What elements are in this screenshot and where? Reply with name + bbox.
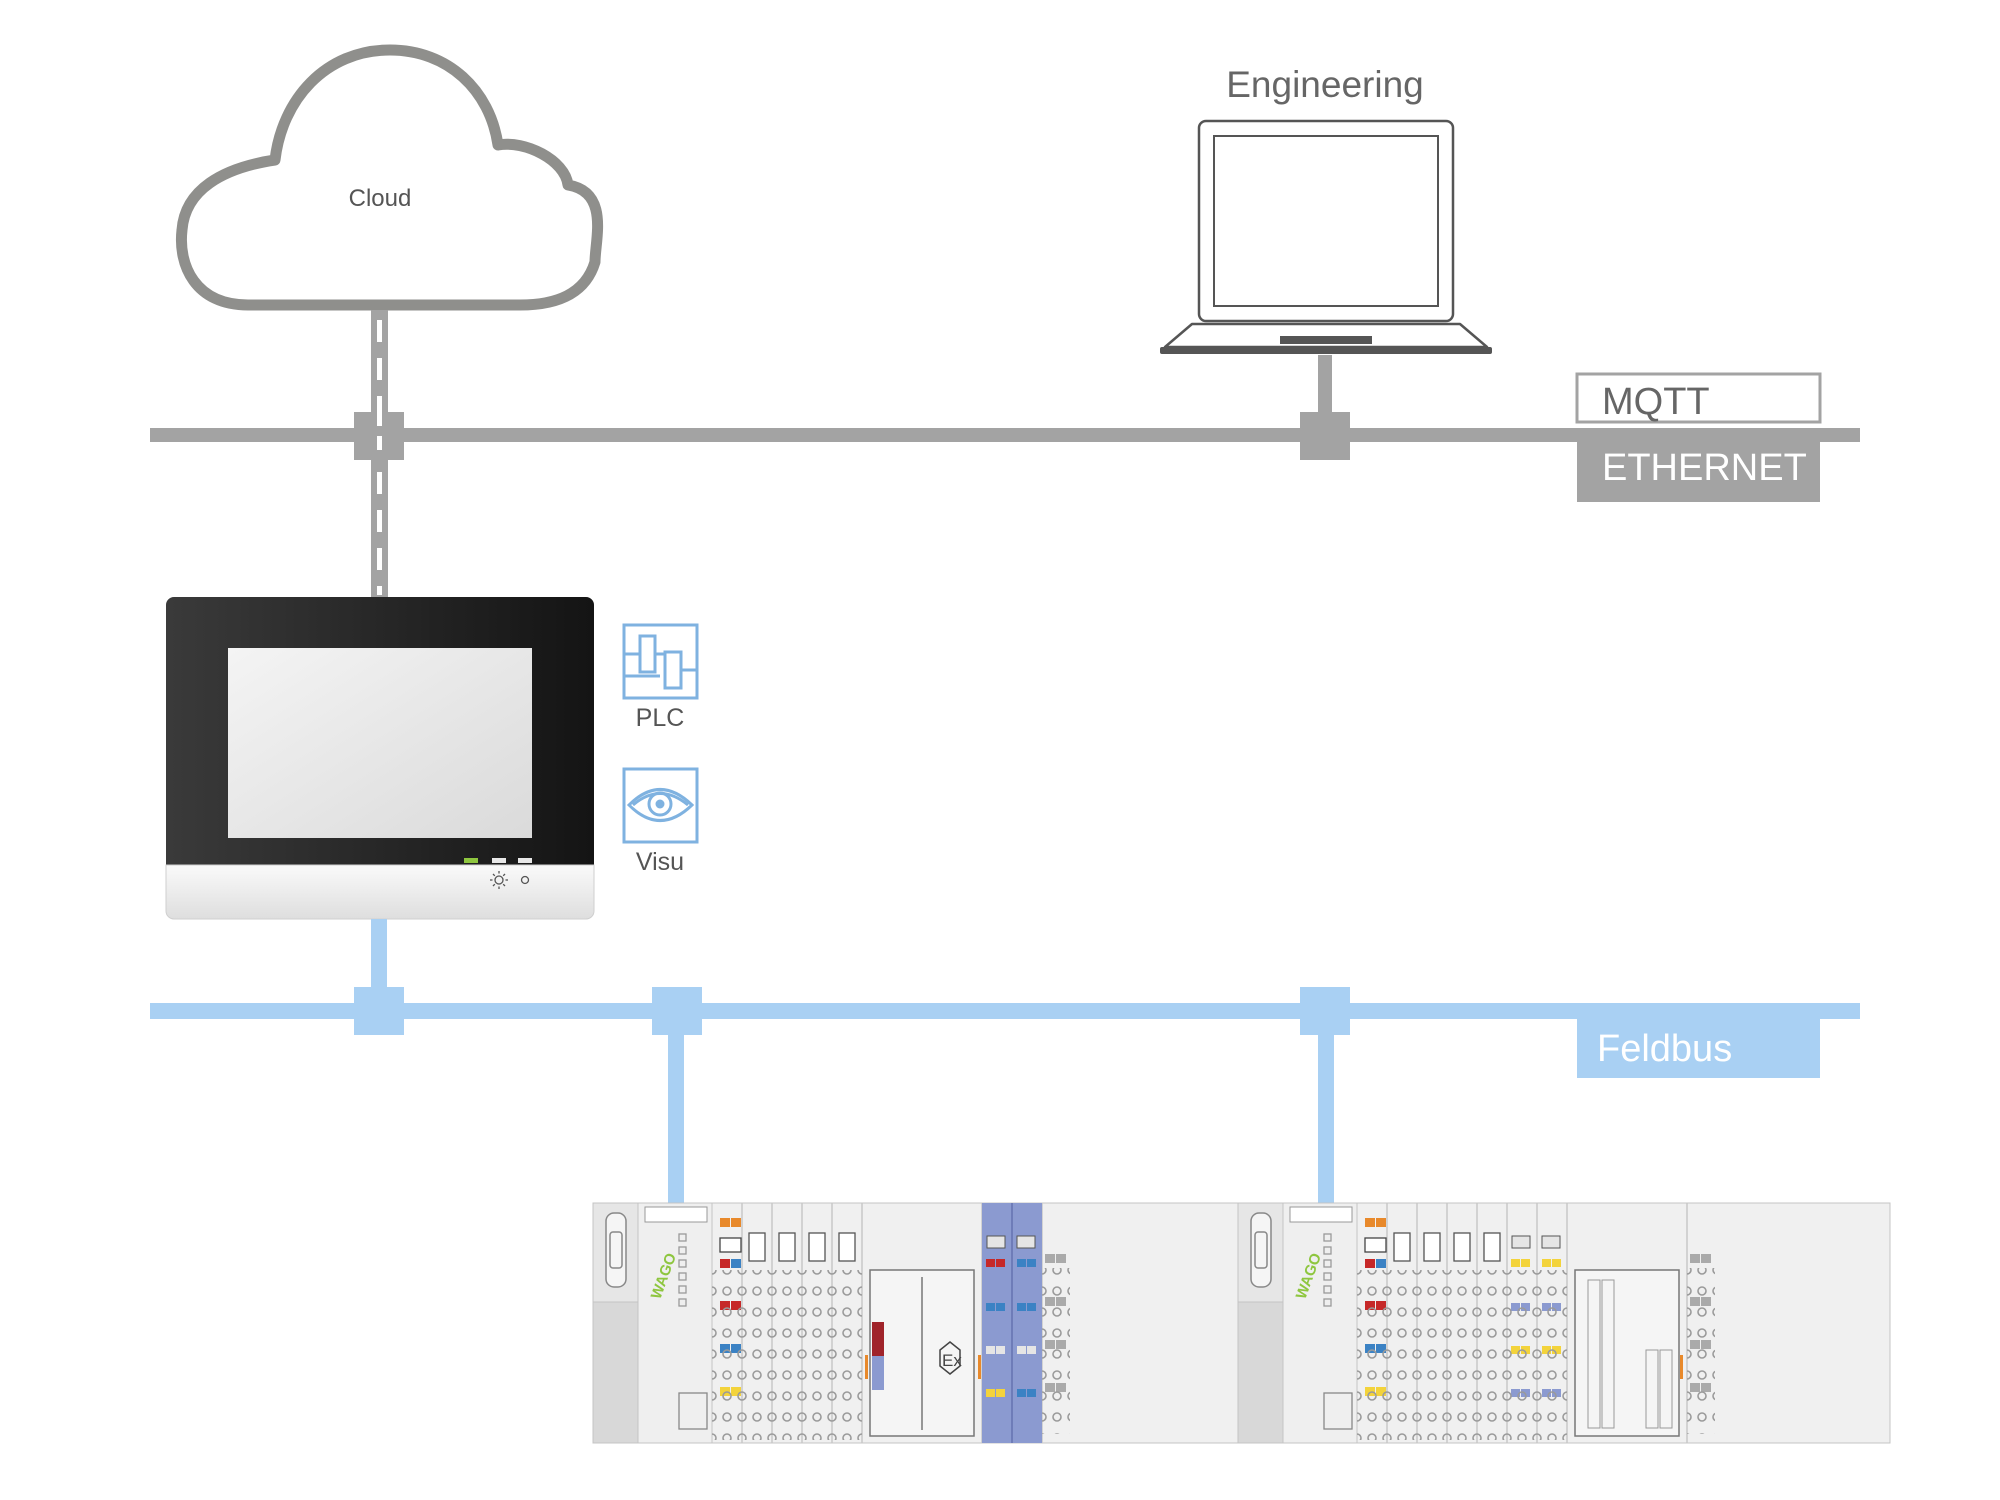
sun-icon <box>490 871 508 889</box>
fieldbus-junction-node-2 <box>1300 987 1350 1035</box>
io-node-1: WAGO <box>592 1202 1246 1444</box>
mqtt-label: MQTT <box>1602 381 1710 423</box>
cloud: Cloud <box>175 44 604 311</box>
engineering-laptop: Engineering <box>1160 64 1492 354</box>
svg-text:Ex: Ex <box>942 1351 962 1370</box>
fieldbus-junction-panel <box>354 987 404 1035</box>
serial-port <box>605 1212 627 1288</box>
hmi-panel-controller <box>165 597 595 920</box>
fieldbus-junction-node-1 <box>652 987 702 1035</box>
feldbus-label: Feldbus <box>1597 1028 1732 1070</box>
visu-label: Visu <box>636 848 684 876</box>
plc-function: PLC <box>622 623 699 732</box>
ethernet-junction-engineering <box>1300 412 1350 460</box>
engineering-label: Engineering <box>1226 64 1423 105</box>
ethernet-box <box>1577 442 1820 502</box>
node-1-connection-line <box>668 1030 684 1210</box>
plc-label: PLC <box>636 704 685 732</box>
status-led <box>492 858 506 863</box>
status-led-green <box>464 858 478 863</box>
panel-fieldbus-connection <box>371 919 387 1009</box>
mqtt-box <box>1575 372 1822 424</box>
serial-port <box>1250 1212 1272 1288</box>
ethernet-bus <box>150 412 1860 460</box>
panel-screen <box>228 648 532 838</box>
ex-protection-icon: Ex <box>939 1341 962 1375</box>
fieldbus: Feldbus <box>150 919 1860 1210</box>
engineering-connection-line <box>1318 355 1332 415</box>
cloud-icon <box>175 44 604 311</box>
ethernet-label: ETHERNET <box>1602 447 1807 489</box>
status-led <box>518 858 532 863</box>
io-node-2: WAGO <box>1237 1202 1891 1444</box>
feldbus-box <box>1577 1018 1820 1078</box>
plc-function-block-icon <box>622 623 699 700</box>
node-2-connection-line <box>1318 1030 1334 1210</box>
ethernet-protocol-label: MQTT ETHERNET <box>1575 372 1822 502</box>
visu-function: Visu <box>622 767 699 876</box>
eye-icon <box>622 767 699 844</box>
cloud-label: Cloud <box>349 185 412 212</box>
power-indicator-icon <box>520 875 530 885</box>
laptop-icon <box>1160 119 1492 354</box>
